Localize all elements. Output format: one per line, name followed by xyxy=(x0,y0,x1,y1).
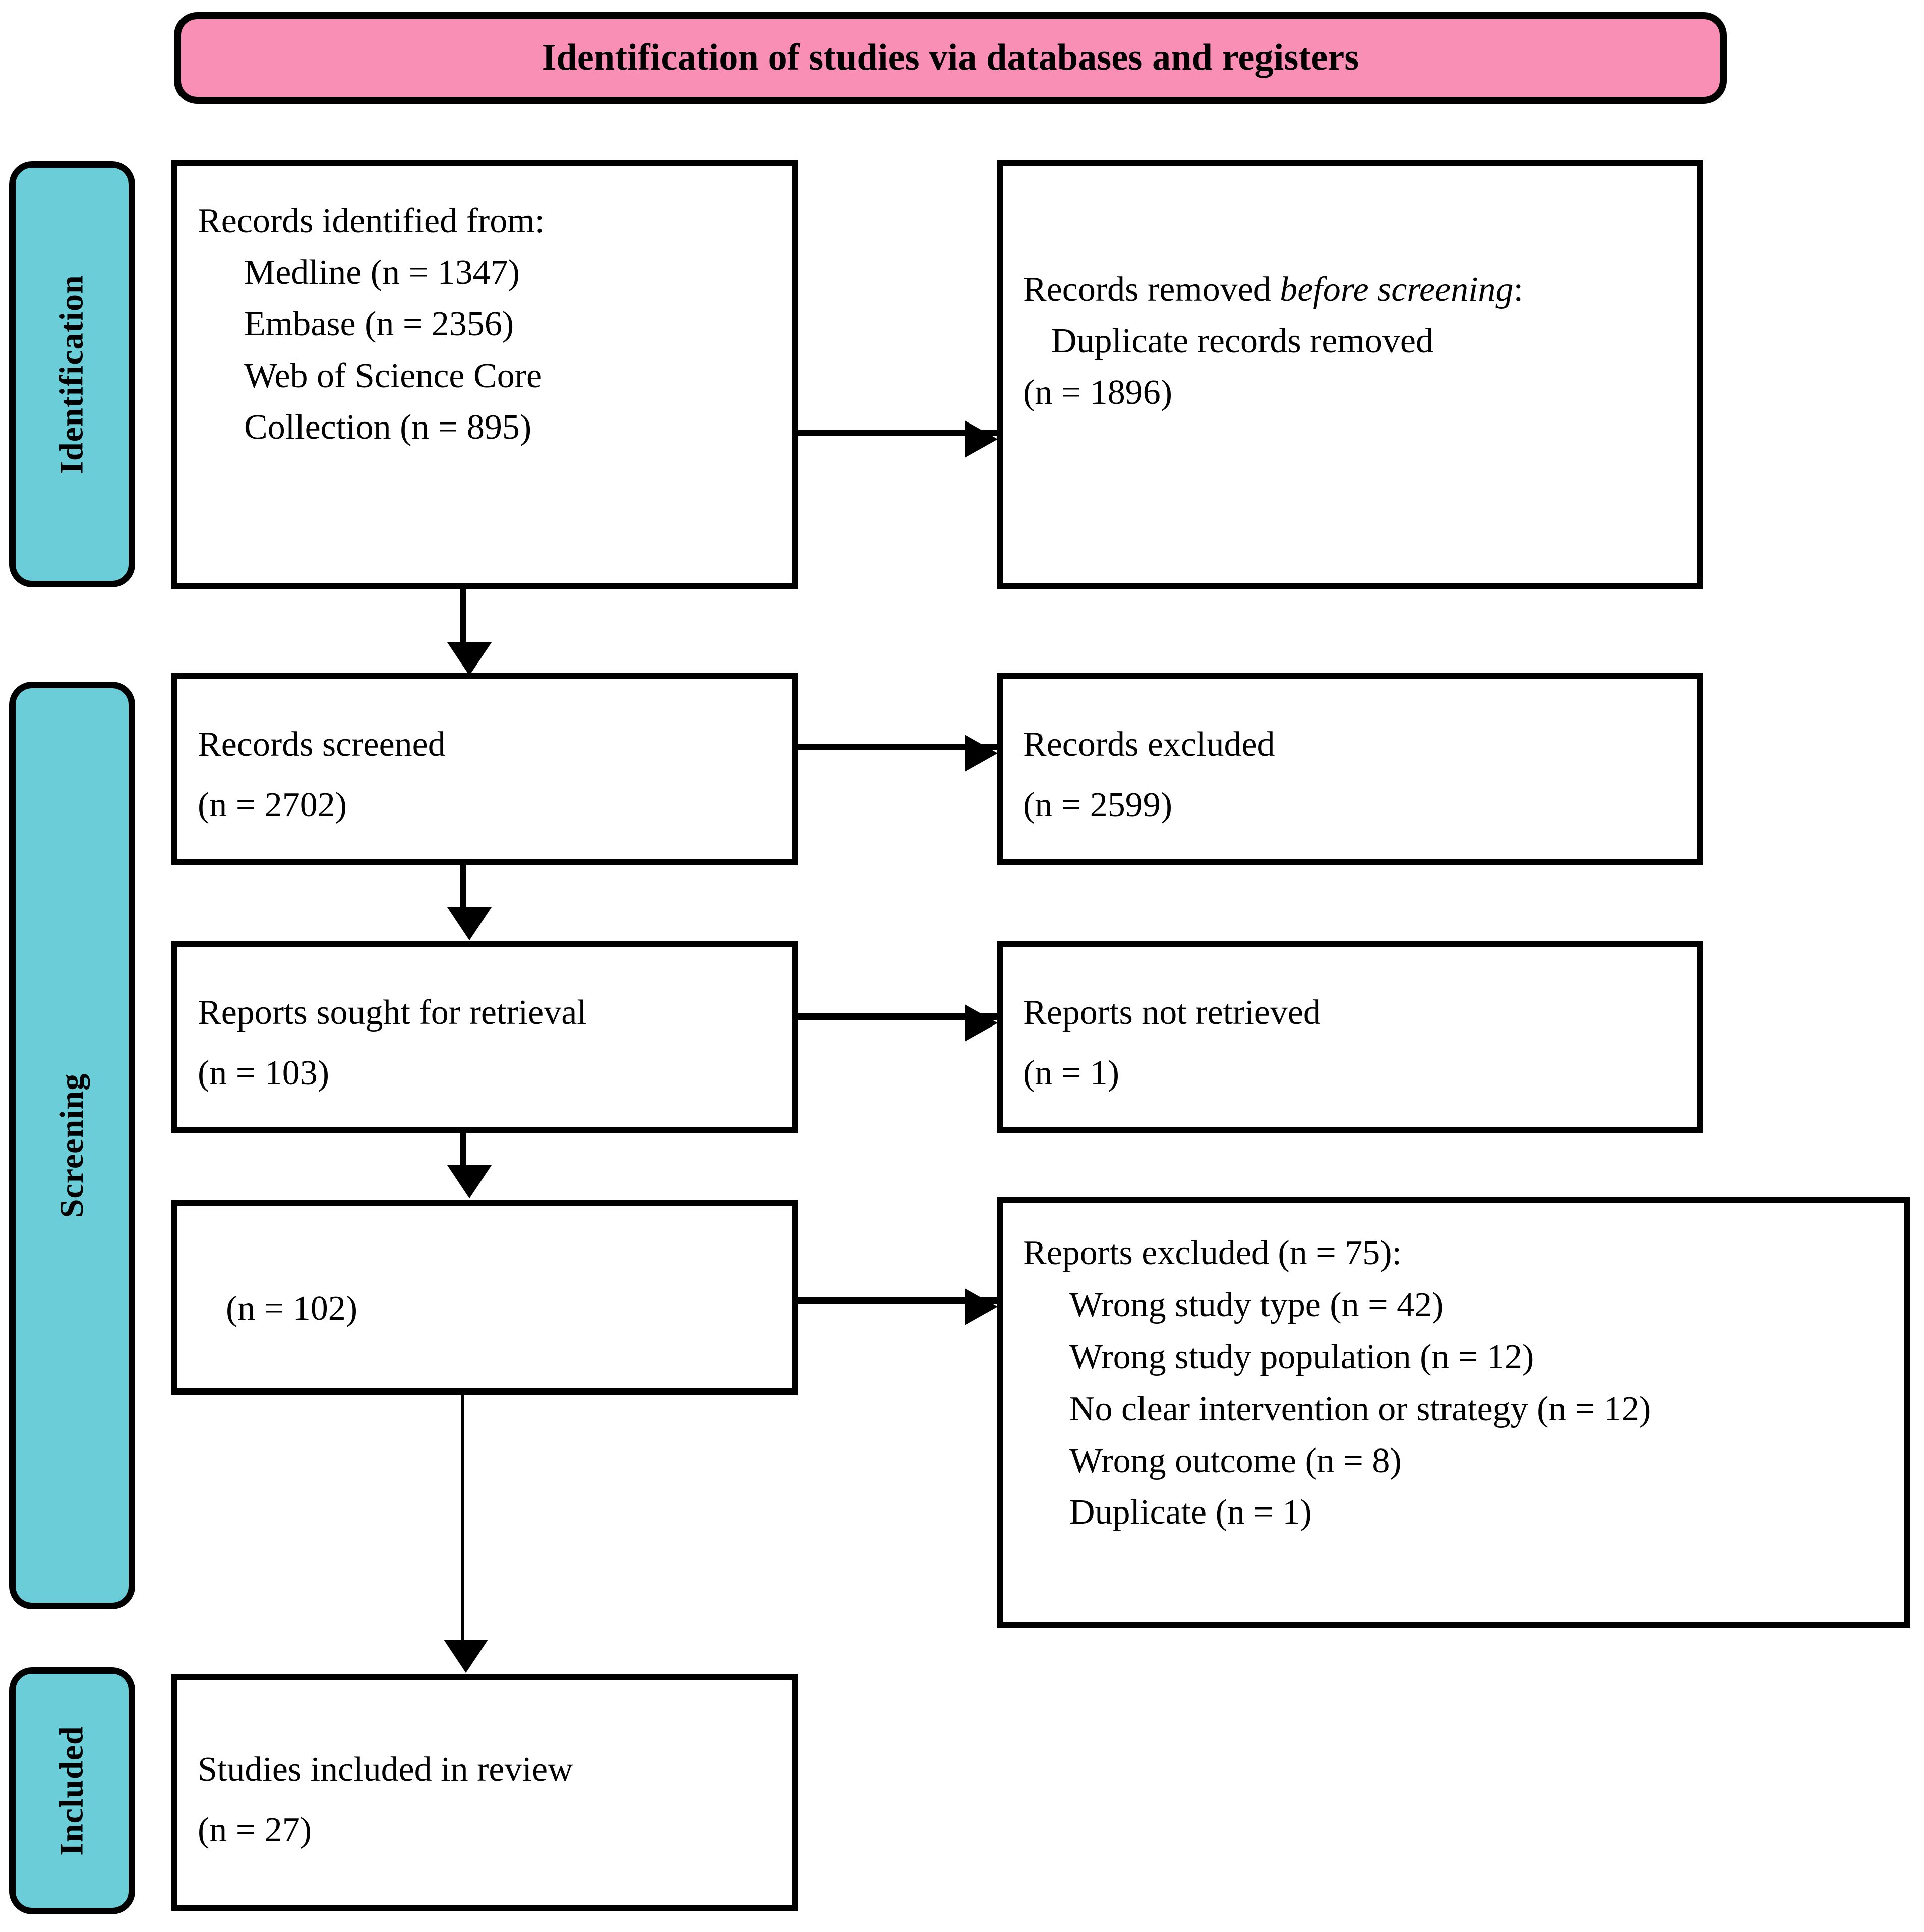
arrow-sought-to-not-retrieved xyxy=(798,1004,998,1042)
box-records-screened: Records screened (n = 2702) xyxy=(171,673,798,865)
records-identified-medline: Medline (n = 1347) xyxy=(244,253,520,292)
diagram-title: Identification of studies via databases … xyxy=(542,37,1359,79)
arrow-identified-to-removed xyxy=(798,420,998,458)
box-reports-excluded-content: Reports excluded (n = 75): Wrong study t… xyxy=(1023,1221,1884,1539)
arrow-screened-to-sought xyxy=(447,865,492,940)
records-identified-heading: Records identified from: xyxy=(198,202,545,240)
reports-assessed-count: (n = 102) xyxy=(226,1289,358,1328)
arrow-assessed-to-included xyxy=(444,1395,488,1673)
box-records-excluded-content: Records excluded (n = 2599) xyxy=(1023,696,1676,836)
records-removed-duplicate-label: Duplicate records removed xyxy=(1051,322,1434,361)
stage-bar-screening: Screening xyxy=(9,682,135,1609)
records-identified-wos-line1: Web of Science Core xyxy=(244,356,543,395)
box-records-removed-content: Records removed before screening: Duplic… xyxy=(1023,184,1676,419)
box-studies-included: Studies included in review (n = 27) xyxy=(171,1674,798,1911)
records-excluded-count: (n = 2599) xyxy=(1023,786,1173,825)
reports-excluded-reason-wrong-study-type: Wrong study type (n = 42) xyxy=(1069,1285,1444,1324)
records-excluded-title: Records excluded xyxy=(1023,725,1275,764)
records-removed-suffix: : xyxy=(1513,270,1524,309)
records-removed-prefix: Records removed xyxy=(1023,270,1280,309)
records-identified-wos-line2: Collection (n = 895) xyxy=(244,407,532,447)
reports-excluded-title: Reports excluded (n = 75): xyxy=(1023,1234,1402,1273)
records-removed-heading: Records removed before screening: xyxy=(1023,264,1676,316)
stage-label-screening: Screening xyxy=(53,1073,91,1218)
arrow-sought-to-assessed xyxy=(447,1133,492,1198)
box-reports-assessed: (n = 102) xyxy=(171,1200,798,1395)
records-removed-emphasis: before screening xyxy=(1280,270,1514,309)
box-reports-not-retrieved-content: Reports not retrieved (n = 1) xyxy=(1023,964,1676,1104)
box-reports-sought: Reports sought for retrieval (n = 103) xyxy=(171,941,798,1133)
stage-label-included: Included xyxy=(53,1726,90,1856)
reports-not-retrieved-title: Reports not retrieved xyxy=(1023,993,1321,1032)
box-reports-excluded: Reports excluded (n = 75): Wrong study t… xyxy=(997,1197,1910,1628)
arrow-assessed-to-reports-excluded xyxy=(798,1288,998,1325)
records-removed-duplicate-count: (n = 1896) xyxy=(1023,373,1173,412)
records-identified-embase: Embase (n = 2356) xyxy=(244,305,514,344)
records-screened-count: (n = 2702) xyxy=(198,786,347,825)
box-records-removed: Records removed before screening: Duplic… xyxy=(997,160,1703,589)
reports-excluded-reason-wrong-study-population: Wrong study population (n = 12) xyxy=(1069,1337,1534,1376)
studies-included-count: (n = 27) xyxy=(198,1810,312,1850)
records-screened-title: Records screened xyxy=(198,725,446,764)
reports-excluded-reason-duplicate: Duplicate (n = 1) xyxy=(1069,1493,1312,1532)
reports-excluded-reason-no-clear-intervention: No clear intervention or strategy (n = 1… xyxy=(1069,1389,1651,1428)
arrow-identified-to-screened xyxy=(447,589,492,676)
stage-bar-included: Included xyxy=(9,1667,135,1914)
box-studies-included-content: Studies included in review (n = 27) xyxy=(198,1697,772,1861)
diagram-header-banner: Identification of studies via databases … xyxy=(174,12,1727,104)
stage-label-identification: Identification xyxy=(53,274,90,474)
reports-sought-title: Reports sought for retrieval xyxy=(198,993,587,1032)
reports-not-retrieved-count: (n = 1) xyxy=(1023,1054,1120,1093)
box-reports-sought-content: Reports sought for retrieval (n = 103) xyxy=(198,964,772,1104)
box-reports-not-retrieved: Reports not retrieved (n = 1) xyxy=(997,941,1703,1133)
reports-sought-count: (n = 103) xyxy=(198,1054,330,1093)
box-records-identified-content: Records identified from: Medline (n = 13… xyxy=(198,184,772,453)
box-records-identified: Records identified from: Medline (n = 13… xyxy=(171,160,798,589)
box-records-screened-content: Records screened (n = 2702) xyxy=(198,696,772,836)
box-reports-assessed-content: (n = 102) xyxy=(198,1224,772,1335)
studies-included-title: Studies included in review xyxy=(198,1750,573,1789)
arrow-screened-to-excluded xyxy=(798,735,998,772)
reports-excluded-reason-wrong-outcome: Wrong outcome (n = 8) xyxy=(1069,1441,1402,1480)
box-records-excluded: Records excluded (n = 2599) xyxy=(997,673,1703,865)
stage-bar-identification: Identification xyxy=(9,161,135,587)
